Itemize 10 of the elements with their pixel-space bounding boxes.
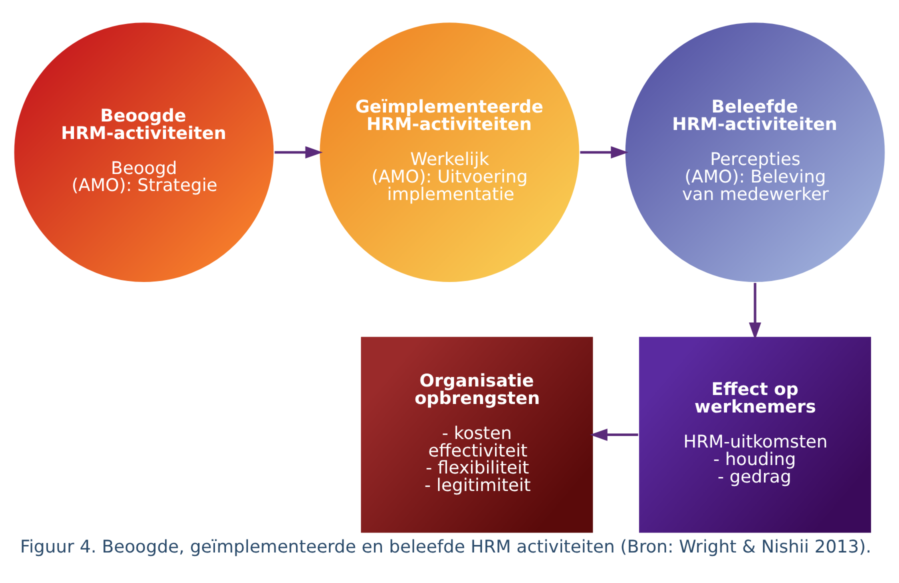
caption: Figuur 4. Beoogde, geïmplementeerde en beleefde HRM activiteiten (Bron: Wright & Nishii 2013). <box>20 536 872 557</box>
arrow <box>274 146 323 158</box>
arrow <box>748 282 762 340</box>
node-circle: Geïmplementeerde HRM-activiteiten Werkelijk (AMO): Uitvoering implementatie <box>318 20 580 283</box>
node-circle: Beoogde HRM-activiteiten Beoogd (AMO): Strategie <box>13 20 275 283</box>
arrow <box>590 428 638 440</box>
arrow <box>580 146 628 158</box>
node-circle: Beleefde HRM-activiteiten Percepties (AMO): Beleving van medewerker <box>624 20 886 283</box>
node-box: Effect op werknemers HRM-uitkomsten - houding - gedrag <box>638 335 872 534</box>
node-box: Organisatie opbrengsten - kosten effectiviteit - flexibiliteit - legitimiteit <box>360 335 594 534</box>
